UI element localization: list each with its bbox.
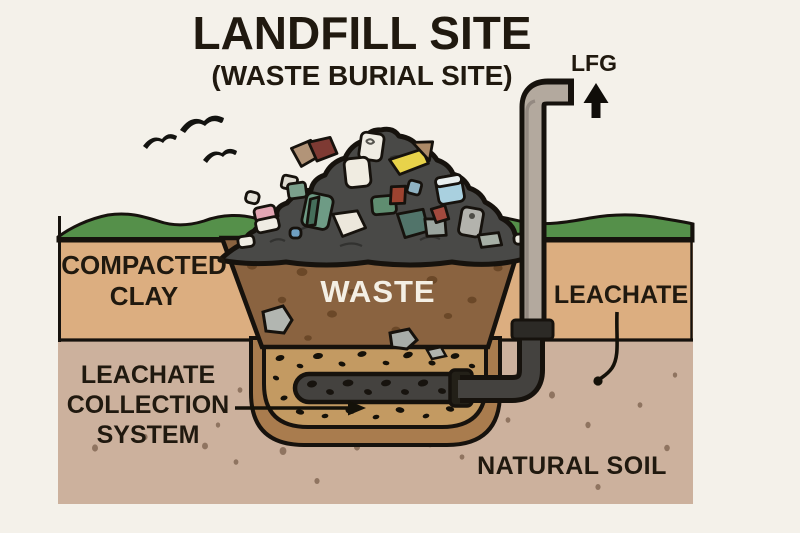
up-arrow-icon xyxy=(583,83,609,118)
compacted-clay-line1: COMPACTED xyxy=(61,250,227,280)
lfg-riser-pipe xyxy=(510,78,574,341)
riser-pipe-lower xyxy=(458,327,545,403)
soil-speckles xyxy=(92,372,678,490)
waste-mound xyxy=(217,126,531,268)
leachate-label: LEACHATE xyxy=(553,281,689,309)
lcs-line1: LEACHATE xyxy=(80,361,216,389)
rock xyxy=(388,327,420,351)
page-subtitle: (WASTE BURIAL SITE) xyxy=(211,60,513,91)
page-title: LANDFILL SITE xyxy=(192,7,532,59)
rock xyxy=(425,345,448,361)
bird-flock-icon xyxy=(143,115,237,163)
down-hook-pointer-icon xyxy=(593,311,619,386)
lfg-label: LFG xyxy=(571,50,617,76)
lcs-line3: SYSTEM xyxy=(96,421,200,449)
natural-soil-label: NATURAL SOIL xyxy=(477,452,667,480)
compacted-clay-label: COMPACTED CLAY xyxy=(61,250,227,312)
pipe-collar xyxy=(510,318,555,341)
compacted-clay-line2: CLAY xyxy=(109,281,179,311)
rock xyxy=(261,304,294,335)
leachate-collection-pipe xyxy=(292,368,474,408)
leachate-collection-system-label: LEACHATE COLLECTION SYSTEM xyxy=(67,360,230,450)
pipe-perforations xyxy=(307,379,446,395)
right-arrow-icon xyxy=(235,400,366,416)
lcs-line2: COLLECTION xyxy=(66,391,230,419)
waste-label: WASTE xyxy=(320,274,436,309)
